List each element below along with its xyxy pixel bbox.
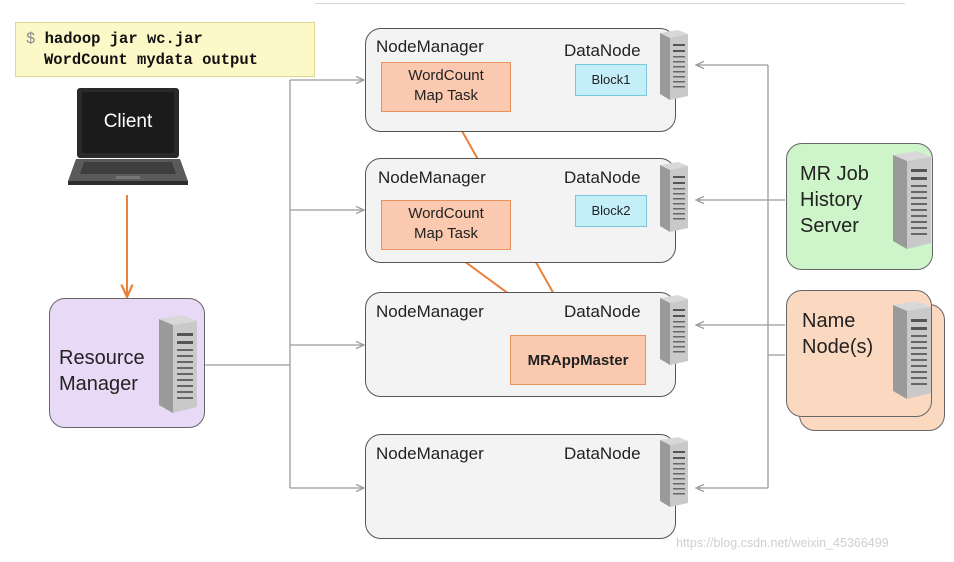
datanode-label: DataNode xyxy=(564,41,641,60)
map-task-title: WordCount xyxy=(408,205,484,222)
node-box-1: NodeManager DataNode WordCount Map Task … xyxy=(365,28,676,132)
rm-label-line1: Resource xyxy=(59,347,145,369)
resource-manager-box: Resource Manager xyxy=(49,298,205,428)
history-label-line3: Server xyxy=(800,215,859,237)
datanode-label: DataNode xyxy=(564,168,641,187)
history-label-line1: MR Job xyxy=(800,163,869,185)
node-box-4: NodeManager DataNode xyxy=(365,434,676,539)
server-icon xyxy=(656,437,692,516)
nodemanager-label: NodeManager xyxy=(376,302,484,321)
top-divider xyxy=(315,3,905,4)
history-server-box: MR Job History Server xyxy=(786,143,933,270)
server-icon xyxy=(887,301,933,406)
watermark: https://blog.csdn.net/weixin_45366499 xyxy=(676,536,889,550)
rm-label-line2: Manager xyxy=(59,373,138,395)
datanode-label: DataNode xyxy=(564,302,641,321)
name-node-box: Name Node(s) xyxy=(786,290,932,417)
name-node-label: Name Node(s) xyxy=(802,308,873,360)
history-server-label: MR Job History Server xyxy=(800,161,869,239)
laptop-icon xyxy=(68,88,188,185)
block-1: Block1 xyxy=(575,64,647,96)
server-icon xyxy=(656,30,692,109)
datanode-label: DataNode xyxy=(564,444,641,463)
server-icon xyxy=(656,162,692,241)
node-box-3: NodeManager DataNode MRAppMaster xyxy=(365,292,676,397)
map-task-2: WordCount Map Task xyxy=(381,200,511,250)
map-task-1: WordCount Map Task xyxy=(381,62,511,112)
app-master: MRAppMaster xyxy=(510,335,646,385)
command-line-1: hadoop jar wc.jar xyxy=(44,30,203,48)
command-box: $ hadoop jar wc.jar WordCount mydata out… xyxy=(15,22,315,77)
rm-to-nodemanager-connectors xyxy=(205,80,364,488)
client-label: Client xyxy=(103,111,153,132)
command-line-2: WordCount mydata output xyxy=(44,51,258,69)
server-icon xyxy=(887,151,933,256)
nodemanager-label: NodeManager xyxy=(376,37,484,56)
resource-manager-label: Resource Manager xyxy=(59,345,145,397)
server-icon xyxy=(656,295,692,374)
history-label-line2: History xyxy=(800,189,863,211)
datanode-connectors xyxy=(696,65,785,488)
name-node-label-line1: Name xyxy=(802,310,856,332)
node-box-2: NodeManager DataNode WordCount Map Task … xyxy=(365,158,676,263)
map-task-subtitle: Map Task xyxy=(414,87,478,104)
map-task-subtitle: Map Task xyxy=(414,225,478,242)
server-icon xyxy=(153,315,199,420)
nodemanager-label: NodeManager xyxy=(376,444,484,463)
nodemanager-label: NodeManager xyxy=(378,168,486,187)
block-2: Block2 xyxy=(575,195,647,227)
client-laptop: Client xyxy=(68,87,188,187)
shell-prompt: $ xyxy=(26,30,36,48)
map-task-title: WordCount xyxy=(408,67,484,84)
name-node-label-line2: Node(s) xyxy=(802,336,874,358)
